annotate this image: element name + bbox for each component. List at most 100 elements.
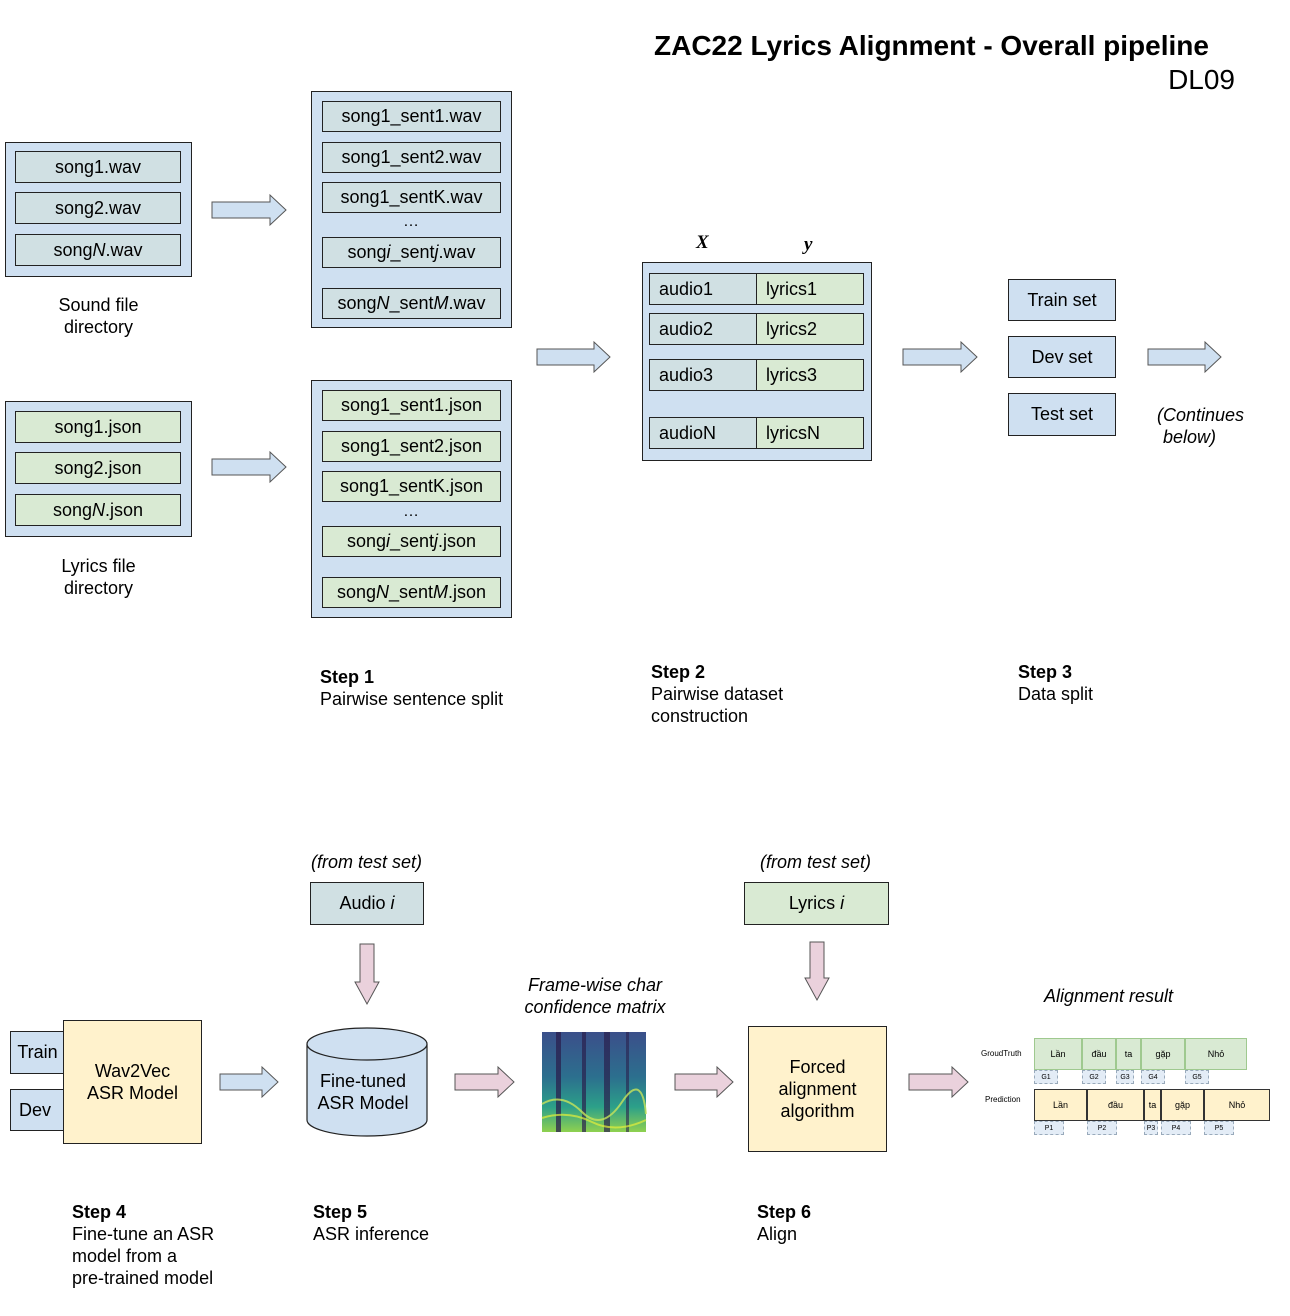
diagram-title: ZAC22 Lyrics Alignment - Overall pipelin… — [654, 30, 1209, 61]
sentence-json-item-3: song1_sentK.json — [322, 471, 501, 502]
continues-note-1: (Continues — [1157, 405, 1245, 425]
x-column-label: X — [696, 232, 709, 253]
groundtruth-word: Lần — [1034, 1038, 1082, 1070]
wav-ellipsis: … — [403, 213, 419, 230]
step3-title: Step 3 — [1018, 662, 1073, 682]
sound-dir-caption-2: directory — [63, 317, 134, 337]
step2-desc-2: construction — [651, 706, 749, 726]
arrow-to-forced — [674, 1065, 734, 1099]
continues-note-2: below) — [1163, 427, 1217, 447]
step4-desc-2: model from a — [72, 1246, 178, 1266]
finetuned-label-2: ASR Model — [317, 1093, 409, 1113]
groundtruth-segment: G2 — [1082, 1070, 1106, 1084]
test-set-box: Test set — [1008, 393, 1116, 436]
dataset-lyrics-cell: lyrics1 — [756, 273, 864, 305]
finetuned-label-1: Fine-tuned — [319, 1071, 407, 1091]
prediction-segment: P5 — [1204, 1121, 1234, 1135]
json-ellipsis: … — [403, 503, 419, 520]
step4-desc-1: Fine-tune an ASR — [72, 1224, 215, 1244]
step2-desc-1: Pairwise dataset — [651, 684, 784, 704]
arrow-lyrics-down — [804, 941, 830, 1002]
groundtruth-word: Nhỏ — [1185, 1038, 1247, 1070]
matrix-caption-2: confidence matrix — [524, 997, 666, 1017]
from-test-set-lyrics: (from test set) — [760, 852, 872, 872]
forced-label-2: alignment — [778, 1079, 857, 1099]
train-input-box: Train — [10, 1031, 65, 1074]
dataset-audio-cell: audioN — [649, 417, 757, 449]
step2-title: Step 2 — [651, 662, 706, 682]
prediction-word: Lần — [1034, 1089, 1087, 1121]
prediction-word: ta — [1144, 1089, 1161, 1121]
team-label: DL09 — [1168, 64, 1235, 95]
alignment-result-caption: Alignment result — [1044, 986, 1174, 1006]
finetuned-model-cylinder — [306, 1027, 428, 1137]
forced-alignment-box: Forced alignment algorithm — [748, 1026, 887, 1152]
sentence-wav-item-3: song1_sentK.wav — [322, 182, 501, 213]
sentence-wav-item-2: song1_sent2.wav — [322, 142, 501, 173]
arrow-json-split — [211, 450, 287, 484]
arrow-to-dataset — [536, 340, 611, 374]
step6-title: Step 6 — [757, 1202, 812, 1222]
dataset-audio-cell: audio3 — [649, 359, 757, 391]
prediction-word: gặp — [1161, 1089, 1204, 1121]
dataset-audio-cell: audio1 — [649, 273, 757, 305]
groundtruth-segment: G1 — [1034, 1070, 1058, 1084]
matrix-caption-1: Frame-wise char — [527, 975, 663, 995]
groundtruth-word: ta — [1116, 1038, 1141, 1070]
arrow-wav-split — [211, 193, 287, 227]
dataset-lyrics-cell: lyricsN — [756, 417, 864, 449]
lyrics-file-2: song2.json — [15, 452, 181, 484]
train-set-box: Train set — [1008, 279, 1116, 321]
forced-label-3: algorithm — [780, 1101, 855, 1121]
audio-i-box: Audio i — [310, 882, 424, 925]
step1-desc: Pairwise sentence split — [320, 689, 504, 709]
arrow-audio-down — [354, 943, 380, 1006]
prediction-segment: P4 — [1161, 1121, 1191, 1135]
sound-file-1: song1.wav — [15, 151, 181, 183]
wav2vec-model-box: Wav2Vec ASR Model — [63, 1020, 202, 1144]
sound-file-2: song2.wav — [15, 192, 181, 224]
step3-desc: Data split — [1018, 684, 1094, 704]
arrow-to-result — [908, 1065, 969, 1099]
prediction-segment: P3 — [1144, 1121, 1158, 1135]
step1-title: Step 1 — [320, 667, 375, 687]
sentence-json-item-1: song1_sent1.json — [322, 390, 501, 421]
groundtruth-segment: G4 — [1141, 1070, 1165, 1084]
groundtruth-segment: G3 — [1116, 1070, 1134, 1084]
dataset-lyrics-cell: lyrics2 — [756, 313, 864, 345]
groundtruth-segment: G5 — [1185, 1070, 1209, 1084]
step4-desc-3: pre-trained model — [72, 1268, 214, 1288]
step5-title: Step 5 — [313, 1202, 368, 1222]
step5-desc: ASR inference — [313, 1224, 430, 1244]
dev-set-box: Dev set — [1008, 336, 1116, 378]
from-test-set-audio: (from test set) — [311, 852, 423, 872]
groundtruth-word: đầu — [1082, 1038, 1116, 1070]
confidence-matrix-image — [541, 1032, 647, 1132]
sound-dir-caption-1: Sound file — [58, 295, 139, 315]
lyrics-i-box: Lyrics i — [744, 882, 889, 925]
sentence-wav-item-1: song1_sent1.wav — [322, 101, 501, 132]
prediction-segment: P1 — [1034, 1121, 1064, 1135]
prediction-label: Prediction — [985, 1095, 1021, 1104]
forced-label-1: Forced — [789, 1057, 846, 1077]
prediction-word: đầu — [1087, 1089, 1144, 1121]
prediction-word: Nhỏ — [1204, 1089, 1270, 1121]
step6-desc: Align — [757, 1224, 798, 1244]
wav2vec-label-2: ASR Model — [86, 1083, 179, 1103]
dev-input-box: Dev — [10, 1089, 65, 1131]
sentence-json-item-2: song1_sent2.json — [322, 431, 501, 462]
arrow-continues — [1147, 340, 1222, 374]
groundtruth-label: GroudTruth — [981, 1049, 1022, 1058]
groundtruth-word: gặp — [1141, 1038, 1185, 1070]
lyrics-dir-caption-2: directory — [63, 578, 134, 598]
step4-title: Step 4 — [72, 1202, 127, 1222]
